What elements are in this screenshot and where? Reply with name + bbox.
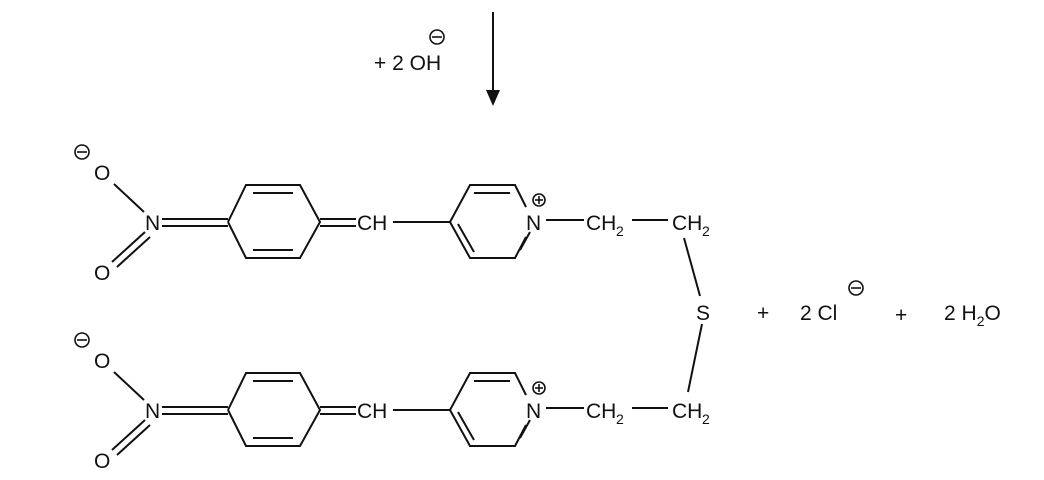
plus-sign-2: + — [895, 304, 907, 327]
reaction-arrow — [486, 12, 500, 106]
chloride-charge-icon — [848, 280, 864, 296]
reagent-charge-icon — [429, 29, 445, 45]
top-chromophore — [74, 144, 711, 286]
plus-sign-1: + — [757, 302, 769, 325]
reagent-label: + 2 OH — [374, 52, 441, 75]
sulfur-atom: S — [696, 302, 710, 325]
chloride-label: 2 Cl — [800, 302, 837, 325]
bottom-chromophore — [74, 332, 711, 474]
water-label: 2 H2O — [944, 302, 1001, 329]
